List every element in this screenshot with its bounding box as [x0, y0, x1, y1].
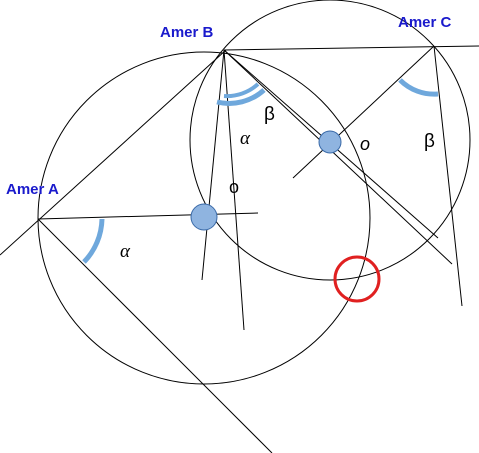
- line-bc: [223, 45, 479, 51]
- angle-arc-beta-b: [223, 82, 260, 99]
- line-b-left: [201, 49, 225, 281]
- center-dot-1: [190, 203, 218, 231]
- label-beta-c: β: [424, 131, 435, 152]
- label-amer-a: Amer A: [6, 181, 59, 198]
- line-ab: [0, 49, 227, 256]
- label-alpha-a: α: [120, 241, 131, 262]
- line-b-right1: [223, 49, 453, 265]
- line-c-down: [433, 45, 463, 307]
- label-amer-c: Amer C: [398, 14, 452, 31]
- label-beta-b: β: [264, 104, 275, 125]
- label-center-o2: o: [360, 134, 370, 154]
- label-center-o1: o: [229, 177, 239, 197]
- center-dot-2: [318, 130, 342, 154]
- angle-arc-alpha-b: [216, 88, 266, 106]
- line-a-diagonal: [37, 218, 273, 453]
- line-c-left: [292, 45, 435, 179]
- label-amer-b: Amer B: [160, 24, 214, 41]
- angle-arc-beta-c: [398, 78, 439, 97]
- circle-bc: [189, 0, 471, 281]
- circle-ab: [37, 51, 371, 385]
- position-fix-highlight: [333, 255, 381, 303]
- label-alpha-b: α: [240, 128, 251, 149]
- angle-arc-alpha-a: [82, 218, 105, 264]
- line-a-horizontal: [37, 212, 259, 220]
